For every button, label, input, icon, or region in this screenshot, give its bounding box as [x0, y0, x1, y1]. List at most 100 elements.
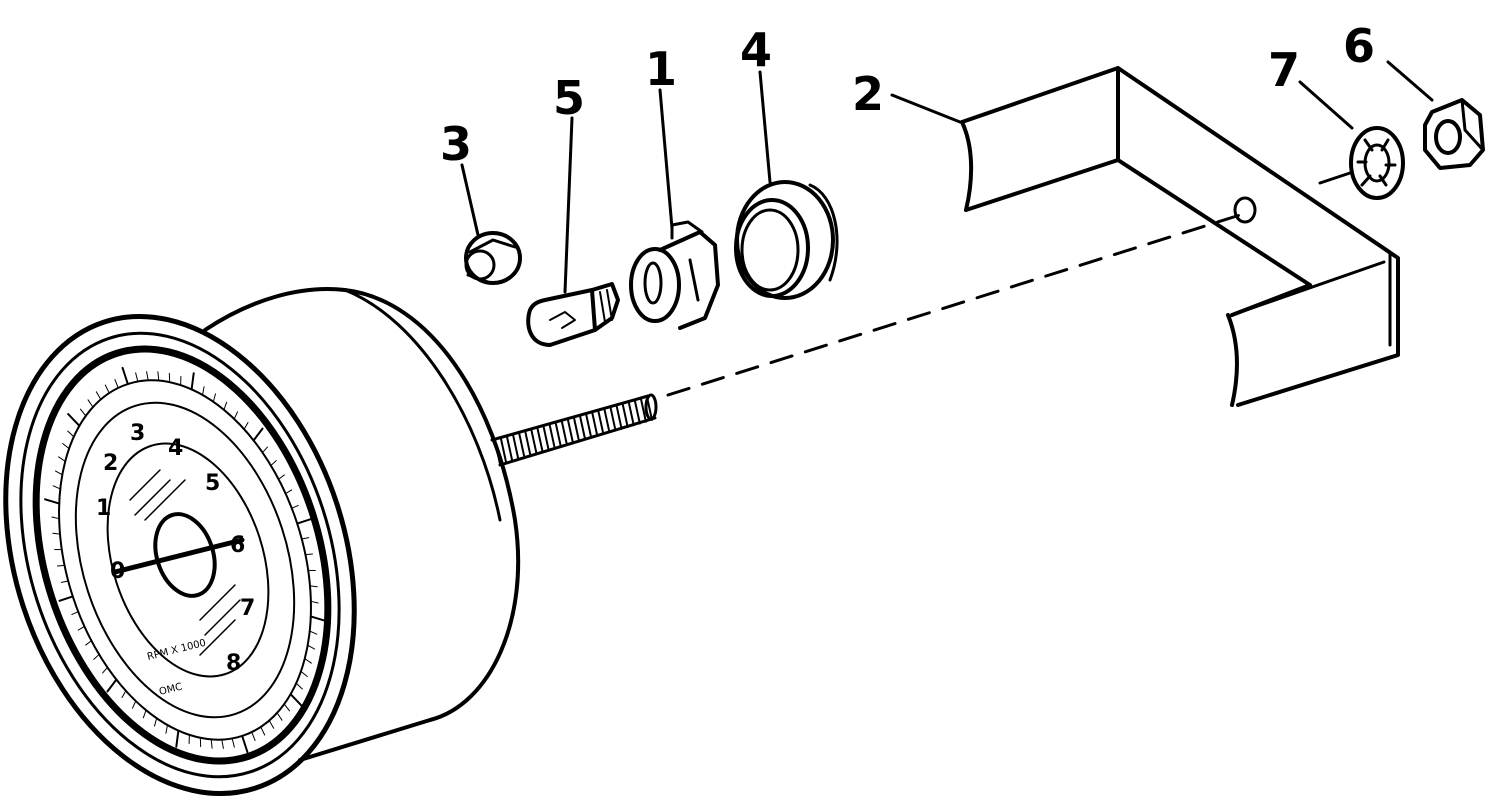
dial-scale-text: RPM X 1000	[146, 638, 207, 663]
dial-tick	[260, 726, 266, 736]
callout-5: 5	[553, 71, 585, 125]
dial-tick	[157, 371, 160, 382]
part-1-socket	[629, 220, 720, 330]
dial-tick	[52, 485, 61, 490]
stud-thread	[542, 425, 550, 451]
dial-tick	[270, 460, 277, 467]
dial-tick	[154, 717, 158, 727]
stud-thread	[524, 431, 532, 457]
stud-thread	[566, 418, 574, 444]
dial-tick	[309, 585, 318, 588]
dial-number-3: 3	[130, 421, 145, 446]
dial-tick	[309, 615, 326, 622]
dial-tick	[60, 580, 69, 583]
callout-4: 4	[740, 23, 772, 77]
gauge-bezel-inner	[19, 331, 341, 779]
dial-tick	[243, 422, 249, 430]
dial-number-7: 7	[240, 596, 255, 621]
dial-tick	[310, 600, 319, 604]
stud-thread	[560, 420, 568, 446]
dial-tick	[289, 693, 303, 707]
dial-number-1: 1	[96, 496, 111, 521]
dial-tick	[79, 408, 87, 417]
stud-thread	[573, 417, 581, 443]
dial-tick	[304, 658, 312, 664]
dial-tick	[54, 470, 63, 476]
stud-thread	[627, 401, 635, 427]
dial-tick	[268, 720, 275, 729]
dial-tick	[262, 446, 268, 454]
callout-leaders	[460, 60, 1434, 294]
dial-tick	[221, 739, 224, 749]
stud-thread	[621, 403, 629, 429]
callout-7: 7	[1268, 43, 1300, 97]
dial-tick	[102, 666, 108, 674]
threaded-stud	[490, 393, 658, 467]
stud-thread	[591, 411, 599, 437]
dial-tick	[202, 386, 205, 396]
dial-number-0: 0	[110, 559, 125, 584]
stud-thread	[530, 429, 538, 455]
dial-tick	[233, 411, 239, 420]
tachometer-gauge: 0 1 2 3 4 5 6 7 8 RPM X 1000 OMC	[3, 287, 521, 797]
dial-tick	[212, 393, 216, 403]
dial-tick	[71, 611, 79, 616]
dial-tick	[301, 537, 310, 540]
dial-tick	[51, 516, 60, 520]
dial-number-4: 4	[168, 436, 183, 461]
dial-tick	[241, 734, 249, 754]
dial-tick	[175, 729, 180, 748]
dial-tick	[276, 712, 283, 721]
stud-thread	[536, 427, 544, 453]
dial-tick	[142, 709, 147, 719]
dial-tick	[67, 430, 75, 438]
dial-tick	[190, 372, 195, 391]
gauge-bezel-outer	[3, 313, 357, 797]
callout-6: 6	[1343, 19, 1375, 73]
stud-thread	[585, 413, 593, 439]
gauge-needle	[112, 537, 245, 575]
dial-tick	[285, 489, 293, 495]
callout-1: 1	[645, 42, 677, 96]
dial-number-6: 6	[230, 533, 245, 558]
dial-tick	[295, 682, 303, 690]
stud-thread	[609, 406, 617, 432]
dial-number-8: 8	[226, 651, 241, 676]
dial-tick	[223, 401, 228, 411]
dial-tick	[57, 564, 66, 567]
dial-tick	[283, 703, 291, 712]
stud-thread	[603, 408, 611, 434]
dial-tick	[58, 595, 74, 602]
dial-number-2: 2	[103, 451, 118, 476]
gauge-body	[203, 287, 521, 762]
dial-tick	[300, 670, 308, 678]
dial-tick	[104, 384, 110, 394]
dial-tick	[114, 379, 119, 389]
dial-tick	[278, 474, 285, 480]
stud-thread	[500, 438, 508, 464]
dial-tick	[85, 640, 92, 646]
dial-tick	[121, 690, 127, 698]
callout-2: 2	[852, 67, 884, 121]
assembly-line	[666, 213, 1242, 397]
dial-tick	[52, 532, 61, 535]
dial-tick	[67, 413, 81, 427]
dial-tick	[121, 366, 129, 386]
stud-thread	[639, 397, 647, 423]
dial-tick	[62, 442, 70, 450]
dial-brand-text: OMC	[158, 682, 183, 698]
dial-tick	[146, 371, 149, 381]
stud-thread	[506, 436, 514, 462]
stud-thread	[548, 424, 556, 450]
part-5-bulb	[526, 282, 620, 347]
dial-tick	[44, 498, 61, 505]
dial-tick	[135, 372, 139, 383]
stud-thread	[554, 422, 562, 448]
dial-tick	[131, 700, 137, 709]
dial-tick	[165, 724, 168, 734]
stud-thread	[518, 432, 526, 458]
dial-tick	[309, 630, 318, 635]
dial-tick	[77, 625, 85, 631]
dial-tick	[251, 731, 256, 741]
